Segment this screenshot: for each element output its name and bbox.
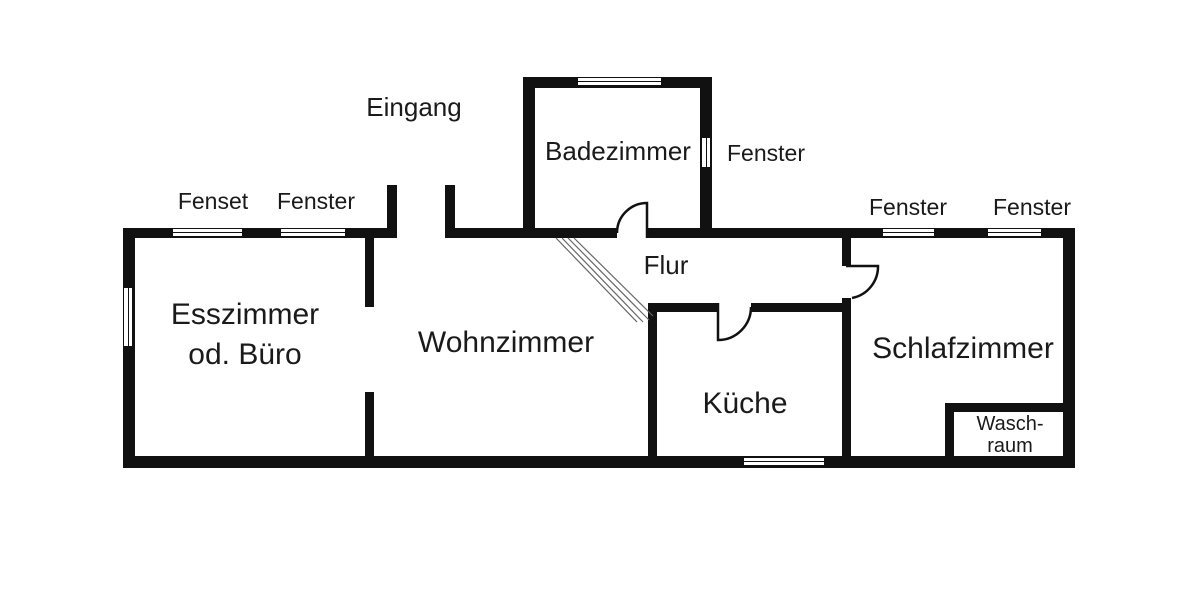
window-schlafzimmer-top-2	[987, 228, 1042, 237]
wall-outer-left	[123, 228, 135, 468]
wall-schlafzimmer-bottom	[842, 298, 851, 458]
window-esszimmer-top-2	[280, 228, 346, 237]
wall-entry-stub-left	[387, 185, 397, 238]
fenster-label-top-left-2: Fenster	[277, 187, 355, 214]
room-label-wohnzimmer: Wohnzimmer	[417, 325, 595, 359]
room-label-waschraum: Wasch- raum	[976, 413, 1043, 457]
wall-divider-esszimmer-top	[365, 232, 374, 307]
room-label-flur: Flur	[643, 250, 689, 281]
wall-outer-bottom	[123, 456, 1075, 468]
wall-kueche-top-a	[648, 303, 718, 312]
wall-schlafzimmer-top	[842, 232, 851, 266]
room-label-esszimmer-line1: Esszimmer	[170, 298, 320, 331]
fenster-label-top-right-2: Fenster	[993, 193, 1071, 220]
window-esszimmer-left	[123, 287, 133, 347]
wall-badezimmer-bottom-b	[647, 228, 712, 238]
wall-kueche-left	[648, 303, 657, 458]
room-label-esszimmer: Esszimmer od. Büro	[171, 295, 319, 375]
wall-waschraum-top	[945, 403, 1063, 412]
fenster-label-top-right-1: Fenster	[869, 193, 947, 220]
room-label-kueche: Küche	[702, 386, 788, 420]
room-label-waschraum-line1: Wasch-	[976, 413, 1044, 435]
wall-waschraum-left	[945, 403, 954, 458]
wall-badezimmer-left	[523, 77, 535, 238]
room-label-esszimmer-line2: od. Büro	[188, 338, 302, 371]
fenster-label-top-left-1: Fenset	[177, 187, 249, 214]
wall-top-left-section	[123, 228, 397, 238]
room-label-waschraum-line2: raum	[987, 435, 1033, 457]
schlafzimmer-door-swing	[846, 264, 880, 300]
window-esszimmer-top-1	[172, 228, 243, 237]
window-kueche-bottom	[743, 457, 825, 466]
room-label-schlafzimmer: Schlafzimmer	[872, 331, 1054, 365]
kueche-door-swing	[716, 303, 753, 342]
eingang-label: Eingang	[366, 92, 462, 123]
wall-divider-esszimmer-bottom	[365, 392, 374, 458]
wall-kueche-top-b	[751, 303, 851, 312]
wall-entry-stub-right	[445, 185, 455, 238]
wall-badezimmer-bottom-a	[523, 228, 617, 238]
window-badezimmer-right	[701, 137, 711, 168]
fenster-label-badezimmer: Fenster	[727, 139, 805, 166]
wall-outer-right	[1063, 228, 1075, 468]
window-badezimmer-top	[577, 77, 662, 86]
stair-hatch-lines	[555, 237, 654, 323]
badezimmer-door-swing	[615, 201, 649, 238]
wall-top-mid-section	[445, 228, 535, 238]
window-schlafzimmer-top-1	[882, 228, 935, 237]
room-label-badezimmer: Badezimmer	[545, 136, 691, 167]
